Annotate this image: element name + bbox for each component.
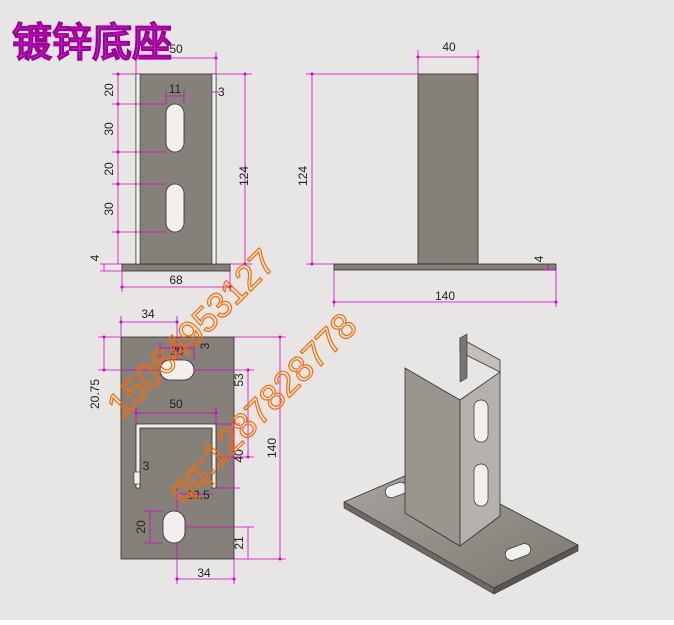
top-view: 34 20 3 20.75 50 53 40 140 3 13.5 20 21 … bbox=[88, 307, 286, 584]
side-view: 40 124 4 140 bbox=[296, 40, 558, 307]
iso-base-left bbox=[343, 501, 495, 595]
front-dim-slot-width: 11 bbox=[169, 82, 182, 96]
iso-slot-upper bbox=[473, 399, 489, 443]
front-base-plate bbox=[121, 263, 231, 272]
drawing-title: 镀锌底座 bbox=[12, 21, 172, 65]
top-dim-hole-offset: 34 bbox=[141, 307, 155, 321]
front-dim-base-width: 68 bbox=[169, 273, 183, 287]
top-dim-hole-3: 3 bbox=[198, 342, 212, 349]
front-slot-lower bbox=[165, 183, 185, 233]
front-slot-upper bbox=[165, 103, 185, 153]
front-upright-left-flange bbox=[135, 73, 141, 265]
top-dim-bottom-hole: 20 bbox=[134, 520, 148, 534]
side-dim-total-height: 124 bbox=[296, 166, 310, 186]
front-dim-thickness: 3 bbox=[218, 85, 225, 99]
side-dim-base-length: 140 bbox=[435, 289, 455, 303]
front-dim-top-width: 50 bbox=[169, 42, 183, 56]
front-view: 50 11 3 20 30 20 30 124 4 68 bbox=[88, 42, 252, 292]
iso-upright-right bbox=[459, 371, 501, 547]
front-upright bbox=[135, 73, 217, 265]
side-base-plate bbox=[333, 263, 557, 271]
top-dim-bottom-edge: 21 bbox=[232, 536, 246, 550]
iso-base-slot-right bbox=[505, 543, 531, 561]
top-channel-outline bbox=[135, 423, 217, 489]
top-dim-hole-to-channel: 53 bbox=[232, 373, 246, 387]
side-dim-base-thickness: 4 bbox=[532, 255, 546, 262]
side-upright bbox=[417, 73, 479, 265]
top-dim-channel-depth: 40 bbox=[232, 449, 246, 463]
isometric-view bbox=[343, 333, 579, 595]
iso-upright-back-wall bbox=[459, 333, 468, 383]
front-dim-slot-gap: 20 bbox=[102, 162, 116, 176]
front-dim-base-thickness: 4 bbox=[88, 254, 102, 261]
side-dim-top-width: 40 bbox=[442, 40, 456, 54]
top-dim-total-length: 140 bbox=[265, 438, 279, 458]
iso-slot-lower bbox=[473, 463, 489, 507]
top-dim-bottom-offset: 34 bbox=[197, 566, 211, 580]
front-dim-gap-top: 20 bbox=[102, 83, 116, 97]
front-dim-slot-1: 30 bbox=[102, 122, 116, 136]
top-dim-channel-width: 50 bbox=[169, 397, 183, 411]
front-dim-total-height: 124 bbox=[237, 166, 251, 186]
top-small-slot bbox=[133, 471, 141, 485]
front-upright-right-flange bbox=[211, 73, 217, 265]
top-hole-lower bbox=[162, 510, 186, 544]
top-dim-wall-3: 3 bbox=[143, 459, 150, 473]
top-dim-offset-13-5: 13.5 bbox=[186, 488, 210, 502]
front-dim-slot-2: 30 bbox=[102, 202, 116, 216]
top-dim-hole-width: 20 bbox=[170, 344, 184, 358]
top-dim-hole-edge: 20.75 bbox=[88, 379, 102, 409]
